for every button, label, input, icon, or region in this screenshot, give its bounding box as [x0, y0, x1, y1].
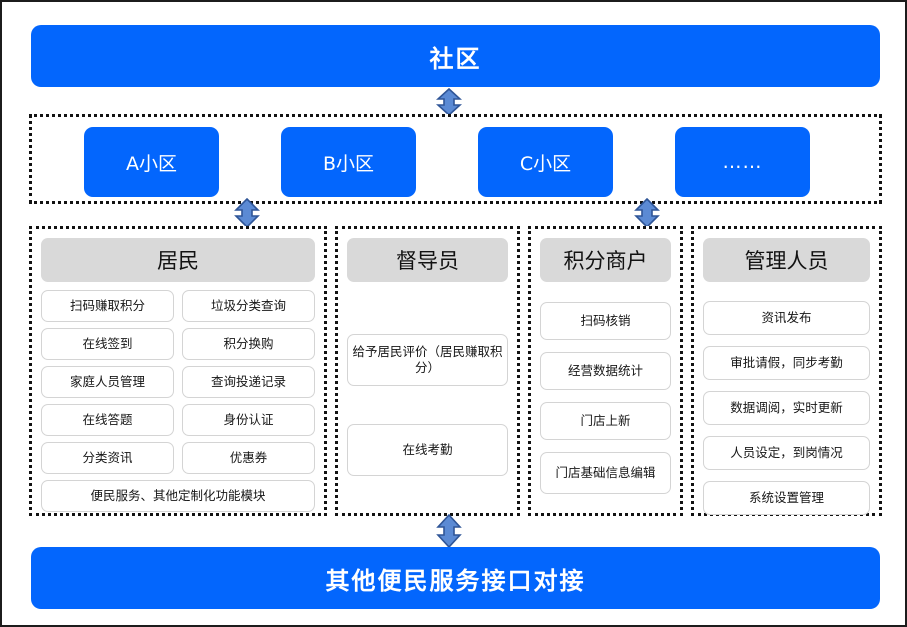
feature-chip-label: 门店上新: [580, 413, 631, 429]
feature-chip[interactable]: 在线签到: [41, 328, 174, 360]
feature-chip[interactable]: 系统设置管理: [703, 481, 870, 515]
feature-chip[interactable]: 在线考勤: [347, 424, 508, 476]
feature-chip-label: 垃圾分类查询: [210, 298, 286, 314]
feature-chip-label: 在线答题: [82, 412, 133, 428]
estate-card-more-label: ……: [722, 151, 763, 173]
services-banner-label: 其他便民服务接口对接: [325, 566, 586, 595]
community-banner: 社区: [31, 25, 880, 87]
role-title-residents: 居民: [41, 238, 315, 282]
role-items-merchant: 扫码核销 经营数据统计 门店上新 门店基础信息编辑: [540, 290, 671, 494]
feature-chip[interactable]: 垃圾分类查询: [182, 290, 315, 322]
feature-chip-label: 审批请假，同步考勤: [730, 355, 843, 371]
feature-chip-label: 扫码核销: [580, 313, 631, 329]
feature-chip-label: 人员设定，到岗情况: [730, 445, 843, 461]
role-column-admin: 管理人员 资讯发布 审批请假，同步考勤 数据调阅，实时更新 人员设定，到岗情况 …: [691, 226, 882, 516]
role-title-supervisor: 督导员: [347, 238, 508, 282]
connector-roles-to-services-arrow: [436, 514, 462, 548]
feature-chip-label: 查询投递记录: [210, 374, 286, 390]
feature-chip-label: 扫码赚取积分: [69, 298, 145, 314]
feature-chip[interactable]: 家庭人员管理: [41, 366, 174, 398]
feature-chip[interactable]: 身份认证: [182, 404, 315, 436]
services-banner: 其他便民服务接口对接: [31, 547, 880, 609]
feature-chip[interactable]: 门店基础信息编辑: [540, 452, 671, 494]
feature-chip-label: 给予居民评价（居民赚取积分）: [352, 344, 503, 375]
feature-chip-label: 在线考勤: [402, 442, 453, 458]
estate-card-b[interactable]: B小区: [281, 127, 416, 197]
feature-chip-label: 经营数据统计: [567, 363, 643, 379]
feature-chip-label: 分类资讯: [82, 450, 133, 466]
estate-card-more[interactable]: ……: [675, 127, 810, 197]
feature-chip[interactable]: 扫码核销: [540, 302, 671, 340]
connector-community-to-estates-arrow: [436, 88, 462, 116]
role-column-merchant: 积分商户 扫码核销 经营数据统计 门店上新 门店基础信息编辑: [528, 226, 683, 516]
role-title-supervisor-label: 督导员: [396, 249, 459, 273]
estate-card-a[interactable]: A小区: [84, 127, 219, 197]
role-title-admin: 管理人员: [703, 238, 870, 282]
role-title-merchant-label: 积分商户: [563, 249, 648, 273]
feature-chip[interactable]: 审批请假，同步考勤: [703, 346, 870, 380]
feature-chip-label: 优惠券: [229, 450, 268, 466]
role-items-admin: 资讯发布 审批请假，同步考勤 数据调阅，实时更新 人员设定，到岗情况 系统设置管…: [703, 290, 870, 515]
feature-chip[interactable]: 查询投递记录: [182, 366, 315, 398]
estate-card-a-label: A小区: [126, 152, 177, 175]
feature-chip-label: 便民服务、其他定制化功能模块: [90, 488, 266, 504]
role-items-supervisor: 给予居民评价（居民赚取积分） 在线考勤: [347, 290, 508, 476]
role-title-admin-label: 管理人员: [744, 249, 829, 273]
role-column-residents: 居民 扫码赚取积分 垃圾分类查询 在线签到 积分换购 家庭人员管理 查询投递记录…: [29, 226, 327, 516]
feature-chip[interactable]: 积分换购: [182, 328, 315, 360]
feature-chip[interactable]: 给予居民评价（居民赚取积分）: [347, 334, 508, 386]
feature-chip[interactable]: 在线答题: [41, 404, 174, 436]
feature-chip-label: 家庭人员管理: [69, 374, 145, 390]
feature-chip-label: 数据调阅，实时更新: [730, 400, 843, 416]
feature-chip-label: 积分换购: [223, 336, 274, 352]
estate-card-c[interactable]: C小区: [478, 127, 613, 197]
connector-estates-to-residents-arrow: [234, 198, 260, 228]
feature-chip[interactable]: 优惠券: [182, 442, 315, 474]
community-banner-label: 社区: [429, 44, 482, 73]
role-title-residents-label: 居民: [157, 249, 199, 273]
feature-chip[interactable]: 人员设定，到岗情况: [703, 436, 870, 470]
connector-estates-to-merchant-arrow: [634, 198, 660, 228]
feature-chip[interactable]: 分类资讯: [41, 442, 174, 474]
feature-chip-label: 系统设置管理: [748, 490, 824, 506]
feature-chip[interactable]: 资讯发布: [703, 301, 870, 335]
role-column-supervisor: 督导员 给予居民评价（居民赚取积分） 在线考勤: [335, 226, 520, 516]
feature-chip-label: 在线签到: [82, 336, 133, 352]
feature-chip[interactable]: 数据调阅，实时更新: [703, 391, 870, 425]
feature-chip[interactable]: 经营数据统计: [540, 352, 671, 390]
role-items-residents: 扫码赚取积分 垃圾分类查询 在线签到 积分换购 家庭人员管理 查询投递记录 在线…: [41, 290, 315, 512]
estate-card-c-label: C小区: [519, 152, 572, 175]
feature-chip-label: 门店基础信息编辑: [555, 465, 656, 481]
feature-chip[interactable]: 便民服务、其他定制化功能模块: [41, 480, 315, 512]
estate-card-b-label: B小区: [322, 152, 375, 175]
feature-chip[interactable]: 扫码赚取积分: [41, 290, 174, 322]
feature-chip[interactable]: 门店上新: [540, 402, 671, 440]
feature-chip-label: 资讯发布: [761, 310, 812, 326]
feature-chip-label: 身份认证: [223, 412, 274, 428]
role-title-merchant: 积分商户: [540, 238, 671, 282]
